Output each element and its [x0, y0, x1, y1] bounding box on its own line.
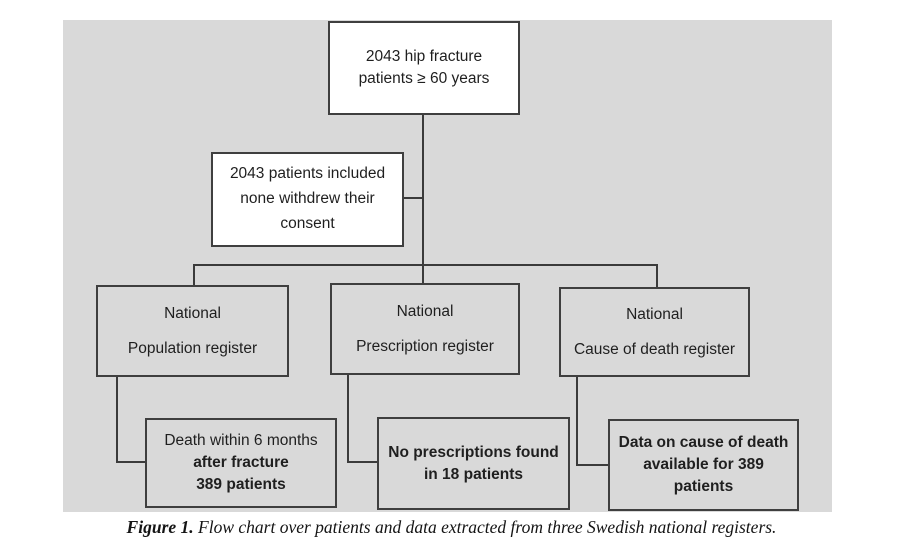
- node-text-line: patients: [673, 478, 734, 495]
- node-national-prescription-register: National Prescription register: [330, 283, 520, 375]
- connector-included-horizontal: [404, 197, 423, 199]
- connector-distribution-horizontal: [193, 264, 658, 266]
- node-text-line: in 18 patients: [423, 465, 524, 483]
- node-text-line: National: [164, 304, 221, 322]
- node-patients-included: 2043 patients included none withdrew the…: [211, 152, 404, 247]
- node-text-line: National: [396, 302, 454, 320]
- connector-stub-left: [193, 264, 195, 286]
- node-no-prescriptions-found: No prescriptions found in 18 patients: [377, 417, 570, 510]
- node-text-line: Prescription register: [356, 337, 494, 355]
- figure-caption-label: Figure 1.: [126, 517, 194, 537]
- figure-caption-text: Flow chart over patients and data extrac…: [193, 517, 777, 537]
- connector-main-vertical: [422, 115, 424, 285]
- node-national-population-register: National Population register: [96, 285, 289, 377]
- node-text-line: none withdrew their: [240, 190, 375, 208]
- node-death-within-6-months: Death within 6 months after fracture 389…: [145, 418, 337, 508]
- node-text-line: 2043 hip fracture: [365, 48, 483, 65]
- connector-elbow2-horizontal: [347, 461, 379, 463]
- node-text-line: Population register: [127, 339, 258, 357]
- node-text-line: 389 patients: [196, 476, 286, 493]
- node-text-line: patients ≥ 60 years: [358, 70, 490, 87]
- figure-caption: Figure 1. Flow chart over patients and d…: [0, 517, 903, 538]
- node-national-cause-of-death-register: National Cause of death register: [559, 287, 750, 377]
- node-text-line: National: [626, 305, 683, 323]
- node-text-line: available for 389: [643, 456, 764, 473]
- node-text-line: No prescriptions found: [388, 443, 559, 461]
- node-text-line: consent: [280, 214, 335, 232]
- node-text-line: 2043 patients included: [229, 165, 386, 183]
- node-text-line: Cause of death register: [573, 340, 736, 358]
- node-text-line: Data on cause of death: [618, 434, 789, 451]
- connector-elbow2-vertical: [347, 375, 349, 463]
- node-data-on-cause-of-death: Data on cause of death available for 389…: [608, 419, 799, 511]
- connector-stub-right: [656, 264, 658, 288]
- node-text-line: after fracture: [193, 454, 289, 471]
- node-text-line: Death within 6 months: [164, 432, 318, 449]
- connector-elbow1-horizontal: [116, 461, 147, 463]
- connector-elbow3-vertical: [576, 377, 578, 466]
- node-hip-fracture-patients: 2043 hip fracture patients ≥ 60 years: [328, 21, 520, 115]
- connector-elbow1-vertical: [116, 377, 118, 463]
- connector-elbow3-horizontal: [576, 464, 610, 466]
